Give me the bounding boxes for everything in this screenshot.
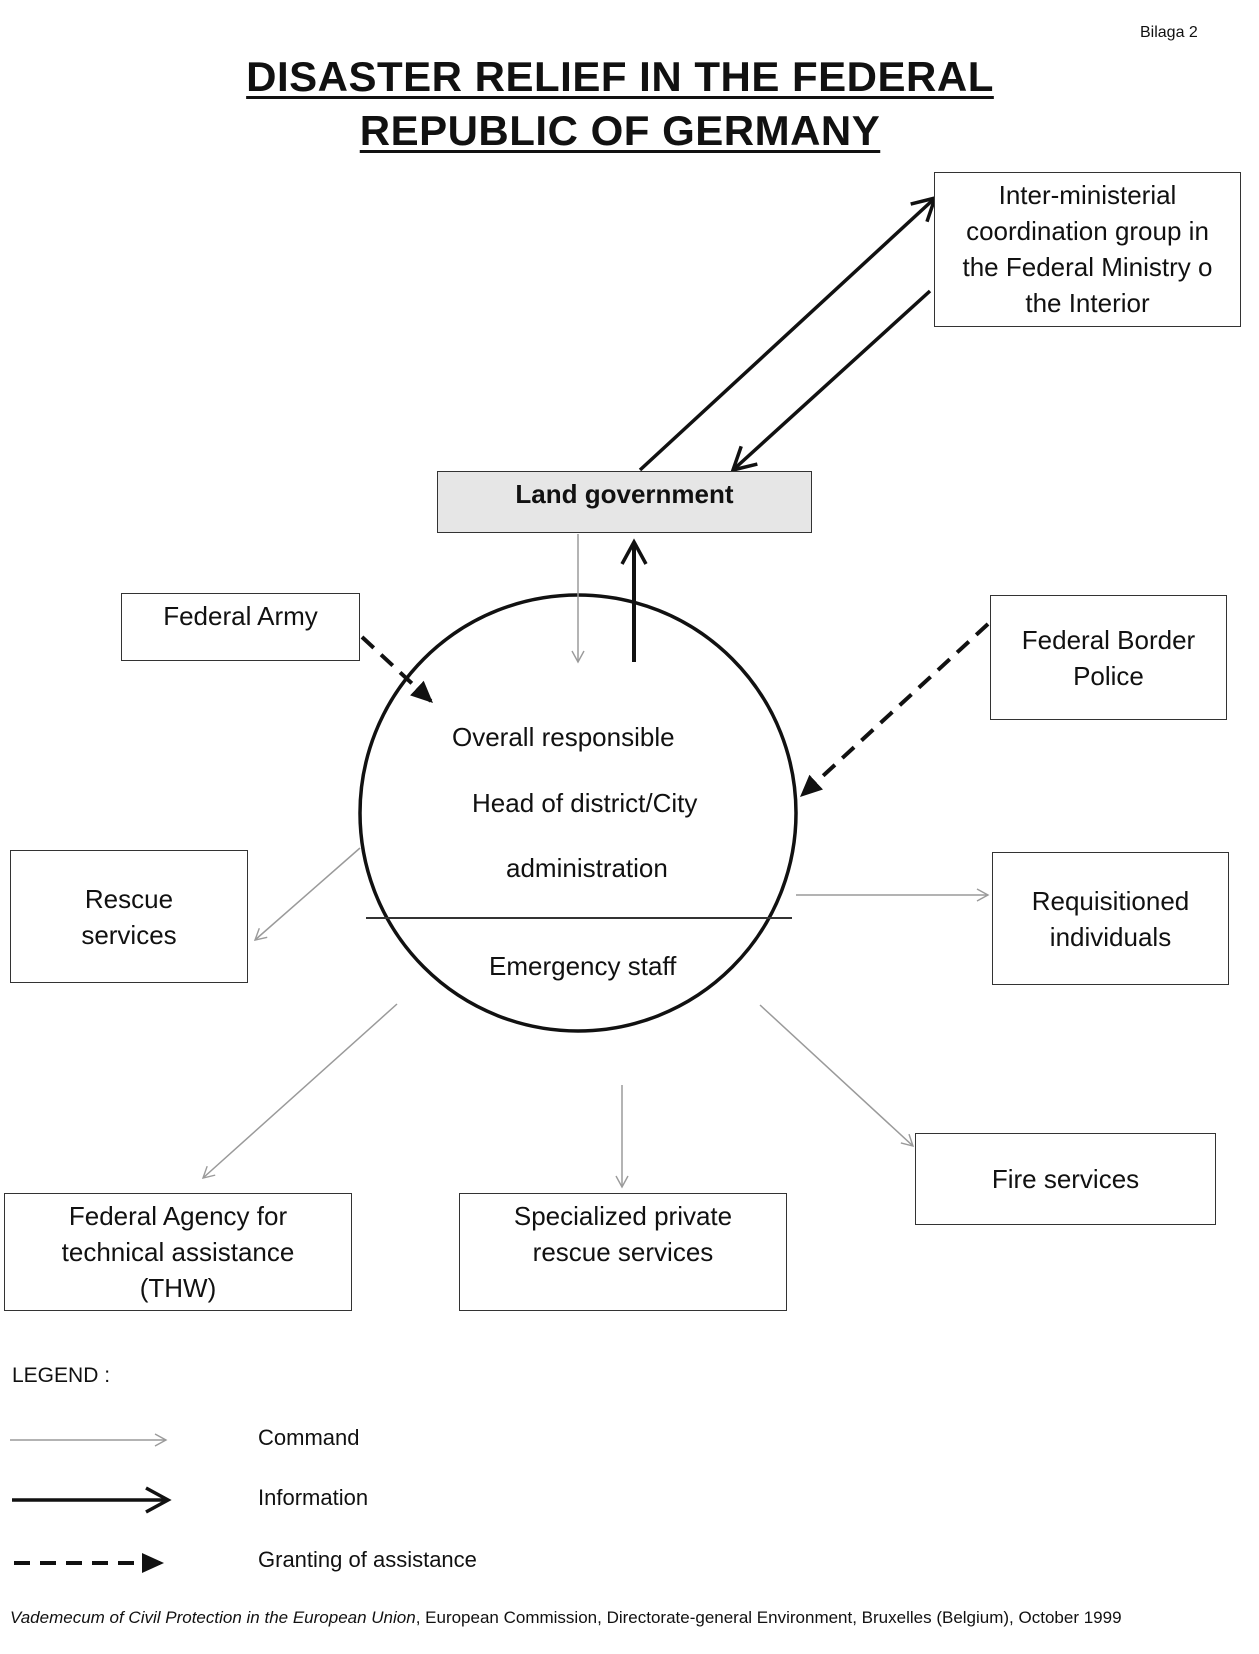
requisitioned-individuals-box: Requisitioned individuals (992, 852, 1229, 985)
private-rescue-box: Specialized private rescue services (459, 1193, 787, 1311)
footer-source-title: Vademecum of Civil Protection in the Eur… (10, 1608, 416, 1627)
legend-command-label: Command (258, 1425, 360, 1450)
legend-title: LEGEND : (12, 1364, 111, 1387)
title-line-2: REPUBLIC OF GERMANY (359, 107, 881, 154)
circle-line-2: Head of district/City (472, 788, 698, 818)
interministerial-line-1: Inter-ministerial (998, 180, 1177, 210)
rescue-services-box: Rescue services (10, 850, 248, 983)
requisitioned-line-2: individuals (1049, 921, 1172, 952)
private-rescue-line-2: rescue services (532, 1237, 714, 1267)
circle-line-3: administration (506, 853, 668, 883)
border-police-line-1: Federal Border (1021, 624, 1196, 655)
requisitioned-line-1: Requisitioned (1031, 885, 1190, 916)
source-footer: Vademecum of Civil Protection in the Eur… (10, 1608, 1122, 1628)
rescue-line-1: Rescue (84, 883, 174, 914)
rescue-line-2: services (81, 919, 177, 950)
circle-line-1: Overall responsiblе (452, 722, 675, 752)
legend-information-label: Information (258, 1485, 369, 1510)
legend-assistance-label: Granting of assistance (258, 1547, 477, 1572)
thw-line-3: (THW) (139, 1273, 217, 1303)
border-police-line-2: Police (1073, 660, 1144, 691)
interministerial-line-4: the Interior (1025, 288, 1150, 318)
assistance-arrow-border-police (798, 622, 990, 799)
footer-source-rest: , European Commission, Directorate-gener… (415, 1608, 1122, 1627)
federal-army-box: Federal Army (121, 593, 360, 661)
federal-army-label: Federal Army (163, 601, 318, 631)
circle-emergency-staff: Emergency staff (489, 951, 677, 981)
command-arrow-to-thw (201, 1003, 398, 1179)
attachment-label: Bilaga 2 (1140, 24, 1198, 41)
interministerial-line-3: the Federal Ministry o (962, 252, 1213, 282)
info-arrow-land-to-ministry (638, 195, 938, 472)
interministerial-box: Inter-ministerial coordination group in … (934, 172, 1241, 327)
thw-line-1: Federal Agency for (68, 1201, 288, 1231)
fire-services-box: Fire services (915, 1133, 1216, 1225)
land-government-label: Land government (515, 479, 734, 509)
assistance-arrow-army (360, 635, 435, 705)
land-government-box: Land government (437, 471, 812, 533)
command-arrow-to-rescue (253, 847, 361, 941)
federal-border-police-box: Federal Border Police (990, 595, 1227, 720)
page-title: DISASTER RELIEF IN THE FEDERAL REPUBLIC … (0, 50, 1240, 158)
interministerial-line-2: coordination group in (966, 216, 1209, 246)
thw-line-2: technical assistance (61, 1237, 295, 1267)
command-arrow-to-fire (759, 1004, 915, 1147)
private-rescue-line-1: Specialized private (513, 1201, 733, 1231)
fire-services-label: Fire services (991, 1164, 1140, 1194)
title-line-1: DISASTER RELIEF IN THE FEDERAL (246, 53, 994, 100)
info-arrow-ministry-to-land (730, 289, 932, 473)
thw-box: Federal Agency for technical assistance … (4, 1193, 352, 1311)
